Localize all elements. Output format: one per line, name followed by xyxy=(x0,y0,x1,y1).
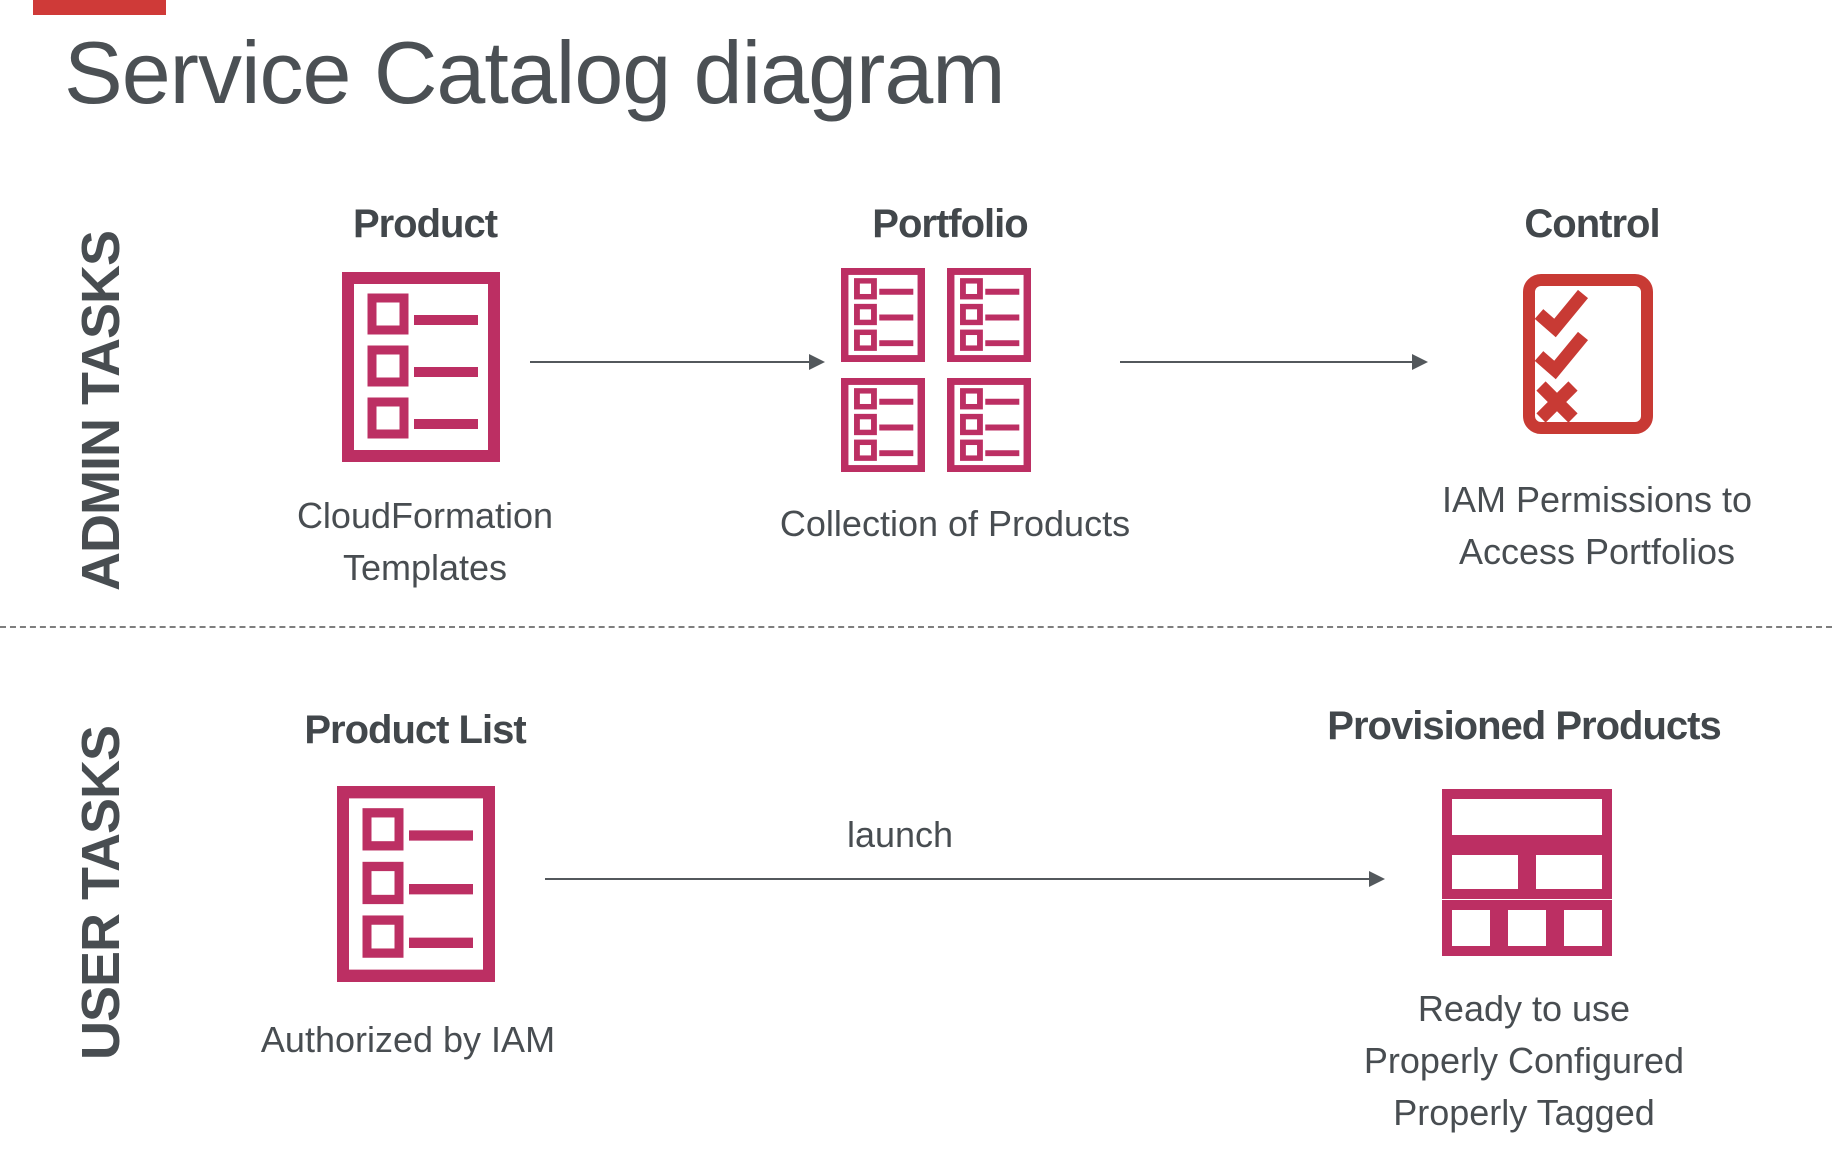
provisioned-caption-line3: Properly Tagged xyxy=(1393,1092,1655,1133)
product-caption-line1: CloudFormation xyxy=(296,495,554,536)
arrow-product-to-portfolio xyxy=(530,354,825,370)
provisioned-caption: Ready to use Properly Configured Properl… xyxy=(1324,983,1724,1139)
arrow-launch xyxy=(545,871,1385,887)
portfolio-column-title: Portfolio xyxy=(872,202,1028,246)
arrow-head-icon xyxy=(1412,354,1428,370)
control-caption-line2: Access Portfolios xyxy=(1458,531,1736,572)
slide-accent-bar xyxy=(33,0,166,15)
admin-tasks-row-label: ADMIN TASKS xyxy=(71,231,131,591)
control-caption-line1: IAM Permissions to xyxy=(1441,479,1753,520)
list-document-icon xyxy=(947,268,1031,362)
arrow-head-icon xyxy=(1369,871,1385,887)
checklist-icon xyxy=(1523,274,1653,434)
provisioned-products-column-title: Provisioned Products xyxy=(1327,704,1721,748)
arrow-line xyxy=(1120,361,1418,363)
list-document-icon xyxy=(337,786,495,982)
list-document-icon xyxy=(947,378,1031,472)
stacked-blocks-icon xyxy=(1442,789,1612,956)
product-list-column-title: Product List xyxy=(304,708,526,752)
list-document-grid-icon xyxy=(841,268,1031,472)
product-caption-line2: Templates xyxy=(342,547,508,588)
user-tasks-row-label: USER TASKS xyxy=(71,725,131,1061)
product-column-title: Product xyxy=(352,202,498,246)
list-document-icon xyxy=(342,272,500,462)
arrow-head-icon xyxy=(809,354,825,370)
arrow-portfolio-to-control xyxy=(1120,354,1428,370)
product-caption: CloudFormation Templates xyxy=(242,490,608,594)
list-document-icon xyxy=(841,268,925,362)
list-document-icon xyxy=(841,378,925,472)
control-column-title: Control xyxy=(1524,202,1660,246)
portfolio-caption: Collection of Products xyxy=(779,503,1131,544)
arrow-line xyxy=(530,361,815,363)
page-title: Service Catalog diagram xyxy=(64,23,1006,122)
provisioned-caption-line1: Ready to use xyxy=(1417,988,1631,1029)
control-caption: IAM Permissions to Access Portfolios xyxy=(1397,474,1797,578)
row-divider xyxy=(0,626,1832,628)
product-list-caption: Authorized by IAM xyxy=(260,1019,556,1060)
launch-label: launch xyxy=(846,814,954,855)
provisioned-caption-line2: Properly Configured xyxy=(1363,1040,1685,1081)
arrow-line xyxy=(545,878,1375,880)
